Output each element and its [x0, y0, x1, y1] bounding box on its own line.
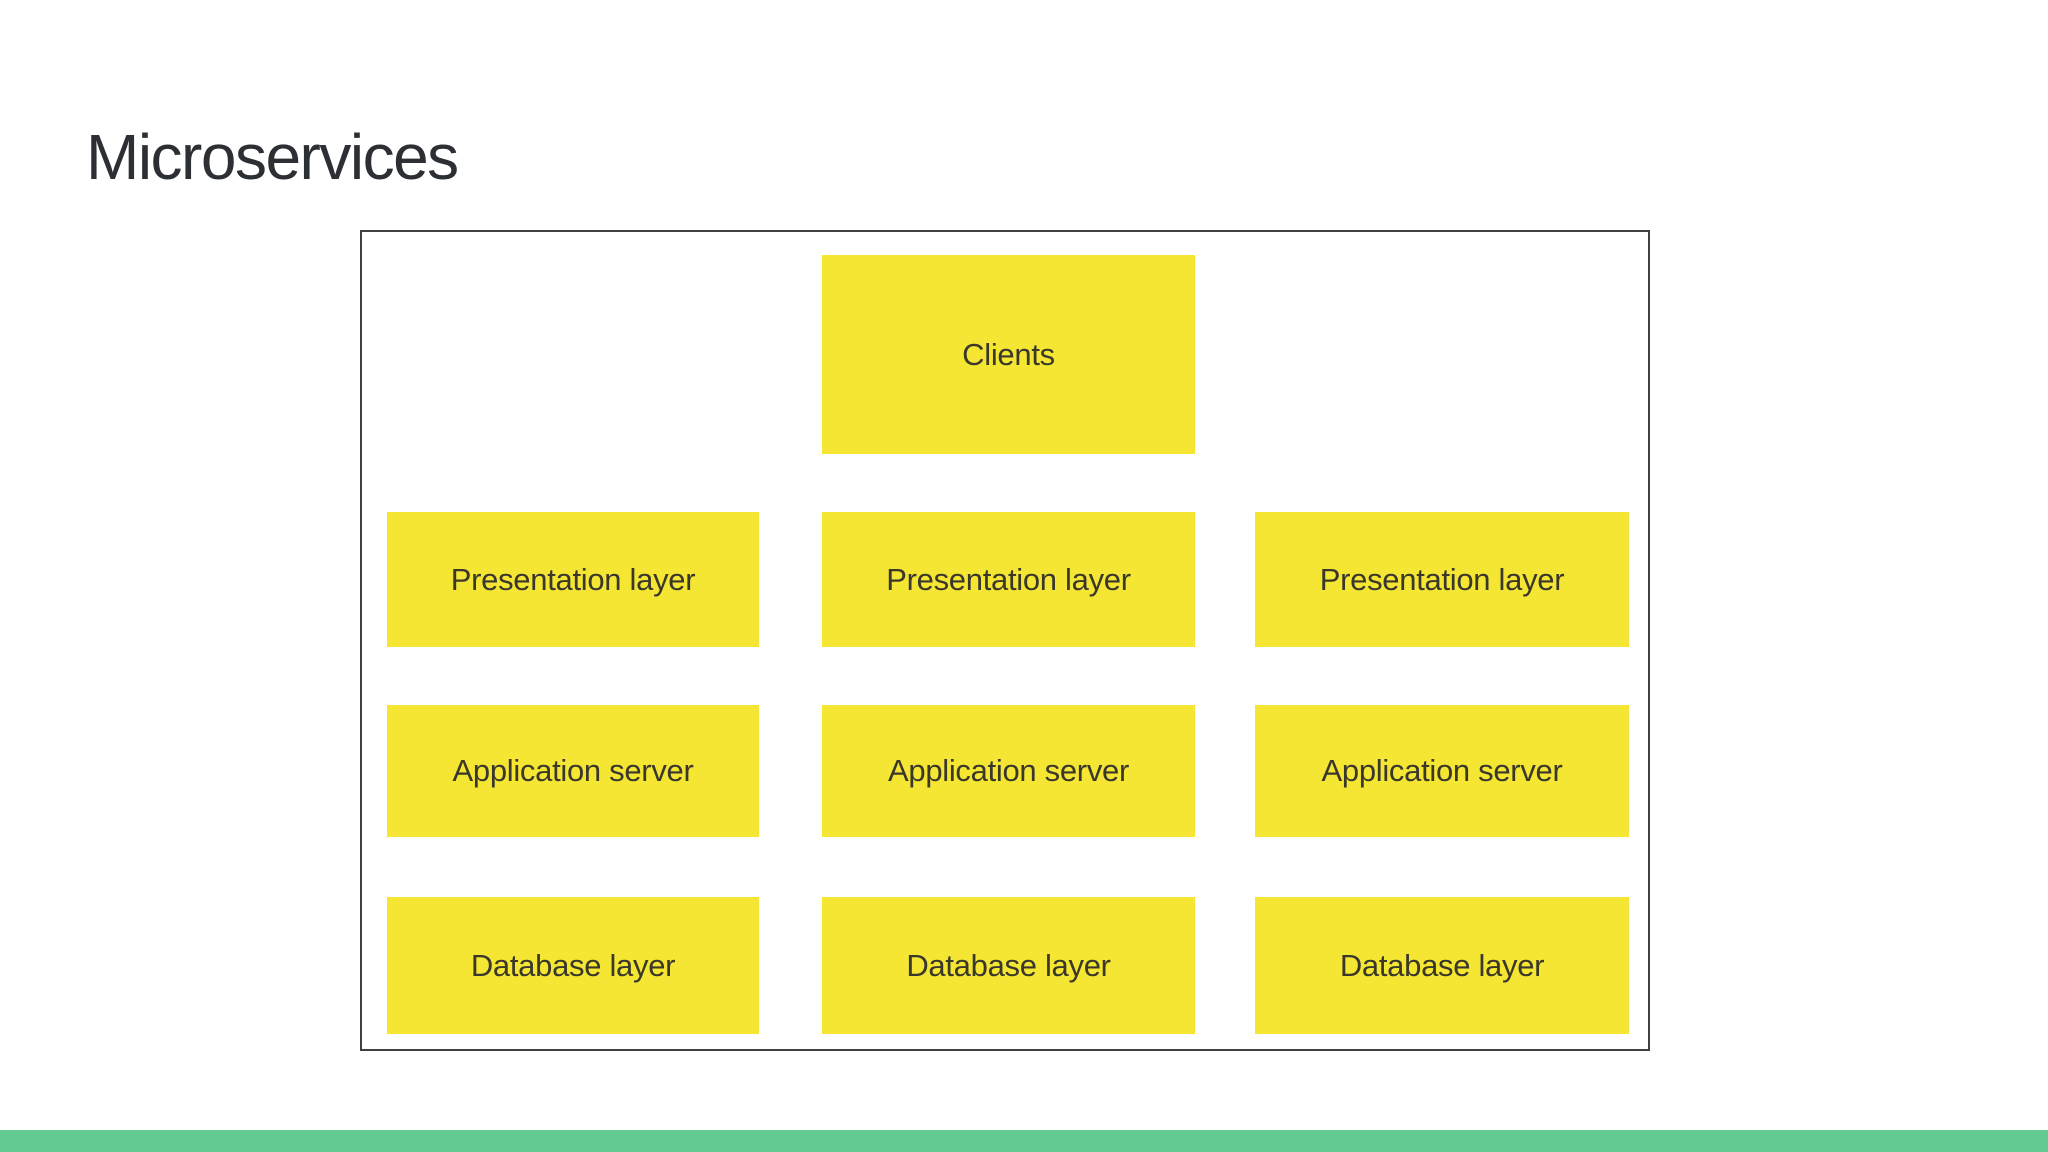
diagram-box-clients: Clients: [822, 255, 1195, 454]
diagram-box-presentation-layer-3: Presentation layer: [1255, 512, 1629, 647]
slide-title: Microservices: [86, 121, 459, 193]
diagram-box-database-layer-1: Database layer: [387, 897, 759, 1034]
slide-accent-bar: [0, 1130, 2048, 1152]
diagram-box-application-server-3: Application server: [1255, 705, 1629, 837]
diagram-box-database-layer-3: Database layer: [1255, 897, 1629, 1034]
diagram-box-application-server-2: Application server: [822, 705, 1195, 837]
diagram-box-application-server-1: Application server: [387, 705, 759, 837]
diagram-box-presentation-layer-1: Presentation layer: [387, 512, 759, 647]
diagram-box-presentation-layer-2: Presentation layer: [822, 512, 1195, 647]
diagram-box-database-layer-2: Database layer: [822, 897, 1195, 1034]
architecture-diagram-frame: Clients Presentation layer Presentation …: [360, 230, 1650, 1051]
